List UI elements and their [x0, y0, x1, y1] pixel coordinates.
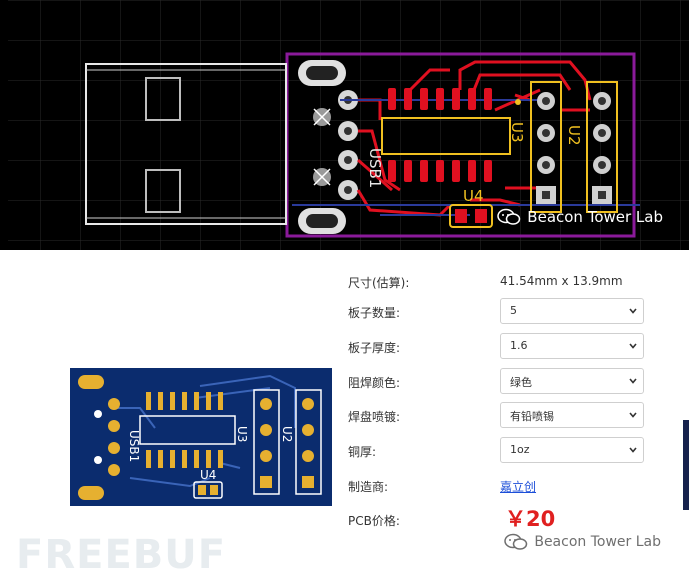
manufacturer-link[interactable]: 嘉立创: [500, 480, 537, 494]
mask-color-row: 阻焊颜色: 绿色: [348, 366, 648, 396]
designator-u2: U2: [565, 125, 583, 146]
thickness-select[interactable]: 1.6: [500, 333, 644, 359]
header-u3-outline: [530, 81, 562, 213]
thickness-row: 板子厚度: 1.6: [348, 331, 648, 361]
size-row: 尺寸(估算): 41.54mm x 13.9mm: [348, 266, 648, 296]
wechat-icon: [497, 208, 521, 225]
u3-silkscreen: [381, 117, 511, 155]
price-label: PCB价格:: [348, 514, 400, 528]
chevron-down-icon: [629, 447, 637, 453]
size-value: 41.54mm x 13.9mm: [500, 274, 623, 288]
manufacturer-row: 制造商: 嘉立创: [348, 470, 648, 500]
thickness-selected-value: 1.6: [510, 339, 528, 352]
watermark-top: Beacon Tower Lab: [497, 208, 663, 226]
surface-finish-selected-value: 有铅喷锡: [510, 410, 554, 423]
designator-u4: U4: [463, 187, 484, 205]
surface-finish-select[interactable]: 有铅喷锡: [500, 402, 644, 428]
chevron-down-icon: [629, 378, 637, 384]
quantity-row: 板子数量: 5: [348, 296, 648, 326]
soic-pads: [388, 88, 492, 182]
mask-color-selected-value: 绿色: [510, 376, 532, 389]
quantity-selected-value: 5: [510, 304, 517, 317]
preview-designator-u4: U4: [200, 468, 216, 482]
watermark-text: Beacon Tower Lab: [527, 208, 663, 226]
freebuf-watermark: FREEBUF: [16, 532, 227, 578]
preview-designator-u3: U3: [235, 426, 249, 442]
right-edge-strip: [683, 420, 689, 510]
chevron-down-icon: [629, 343, 637, 349]
pcb-layout-drawing: USB1 U3 U2 U4: [0, 0, 689, 250]
preview-designator-u2: U2: [280, 426, 294, 442]
chevron-down-icon: [629, 412, 637, 418]
preview-designator-usb1: USB1: [127, 430, 141, 462]
wechat-icon: [504, 533, 528, 550]
price-value: ￥20: [505, 507, 556, 531]
mask-color-select[interactable]: 绿色: [500, 368, 644, 394]
watermark-bottom: Beacon Tower Lab: [504, 533, 661, 551]
quantity-select[interactable]: 5: [500, 298, 644, 324]
copper-thickness-row: 铜厚: 1oz: [348, 435, 648, 465]
copper-thickness-label: 铜厚:: [348, 445, 377, 459]
u4-outline: [449, 204, 493, 228]
pcb-3d-preview: USB1 U3 U2 U4: [70, 368, 332, 506]
watermark-text: Beacon Tower Lab: [534, 534, 661, 550]
usb-connector-outline: [85, 63, 287, 225]
manufacturer-label: 制造商:: [348, 480, 389, 494]
size-label: 尺寸(估算):: [348, 276, 410, 290]
pcb-editor-canvas[interactable]: USB1 U3 U2 U4 Beacon Tower Lab: [0, 0, 689, 250]
designator-usb1: USB1: [366, 148, 384, 188]
copper-thickness-selected-value: 1oz: [510, 443, 530, 456]
thickness-label: 板子厚度:: [348, 341, 401, 355]
price-row: PCB价格: ￥20: [348, 503, 648, 533]
quantity-label: 板子数量:: [348, 306, 401, 320]
copper-thickness-select[interactable]: 1oz: [500, 437, 644, 463]
surface-finish-label: 焊盘喷镀:: [348, 410, 401, 424]
header-u2-outline: [586, 81, 618, 213]
surface-finish-row: 焊盘喷镀: 有铅喷锡: [348, 400, 648, 430]
chevron-down-icon: [629, 308, 637, 314]
designator-u3: U3: [508, 122, 526, 143]
mask-color-label: 阻焊颜色:: [348, 376, 401, 390]
